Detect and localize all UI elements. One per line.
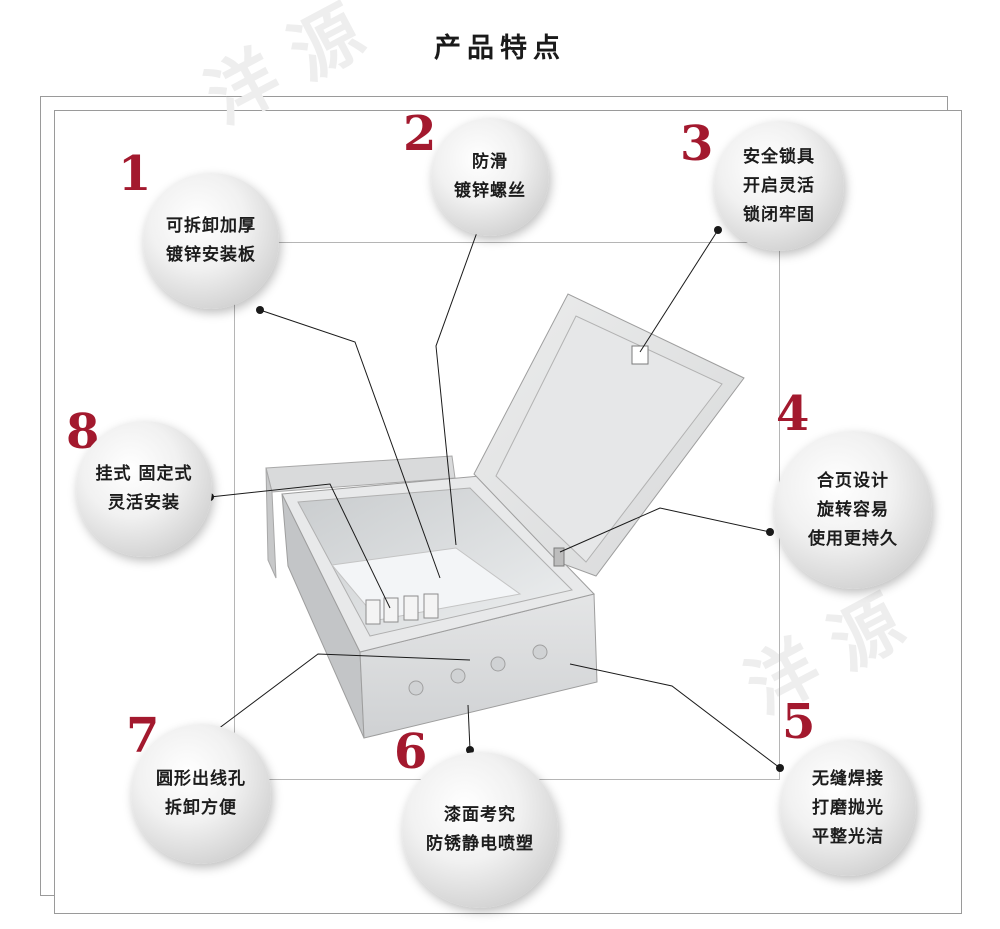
feature-number-5: 5 xyxy=(782,694,816,750)
feature-number-6: 6 xyxy=(394,724,428,780)
feature-text: 打磨抛光 xyxy=(812,797,884,818)
feature-text: 开启灵活 xyxy=(743,175,815,196)
feature-bubble-2: 防滑 镀锌螺丝 xyxy=(431,118,549,236)
feature-text: 可拆卸加厚 xyxy=(166,216,256,236)
feature-text: 镀锌螺丝 xyxy=(454,181,526,201)
feature-text: 防滑 xyxy=(472,152,508,172)
feature-text: 平整光洁 xyxy=(812,826,884,847)
feature-text: 合页设计 xyxy=(817,470,889,491)
feature-number-1: 1 xyxy=(118,146,152,202)
feature-text: 灵活安装 xyxy=(108,493,180,513)
feature-text: 无缝焊接 xyxy=(812,768,884,789)
feature-bubble-3: 安全锁具 开启灵活 锁闭牢固 xyxy=(714,121,844,251)
feature-text: 锁闭牢固 xyxy=(743,204,815,225)
feature-text: 旋转容易 xyxy=(817,499,889,520)
feature-text: 防锈静电喷塑 xyxy=(426,834,534,854)
feature-text: 使用更持久 xyxy=(808,528,898,549)
feature-text: 安全锁具 xyxy=(743,146,815,167)
feature-text: 漆面考究 xyxy=(444,805,516,825)
feature-text: 拆卸方便 xyxy=(165,798,237,818)
feature-bubble-6: 漆面考究 防锈静电喷塑 xyxy=(402,752,558,908)
feature-text: 镀锌安装板 xyxy=(166,245,256,265)
feature-bubble-7: 圆形出线孔 拆卸方便 xyxy=(131,724,271,864)
page-title: 产品特点 xyxy=(434,33,566,64)
feature-bubble-5: 无缝焊接 打磨抛光 平整光洁 xyxy=(780,740,916,876)
feature-number-4: 4 xyxy=(776,386,810,442)
feature-number-2: 2 xyxy=(403,106,437,162)
feature-number-3: 3 xyxy=(680,116,714,172)
feature-bubble-4: 合页设计 旋转容易 使用更持久 xyxy=(774,431,932,589)
feature-text: 挂式 固定式 xyxy=(95,464,193,484)
feature-bubble-1: 可拆卸加厚 镀锌安装板 xyxy=(143,173,279,309)
feature-text: 圆形出线孔 xyxy=(156,769,246,789)
feature-bubble-8: 挂式 固定式 灵活安装 xyxy=(76,421,212,557)
